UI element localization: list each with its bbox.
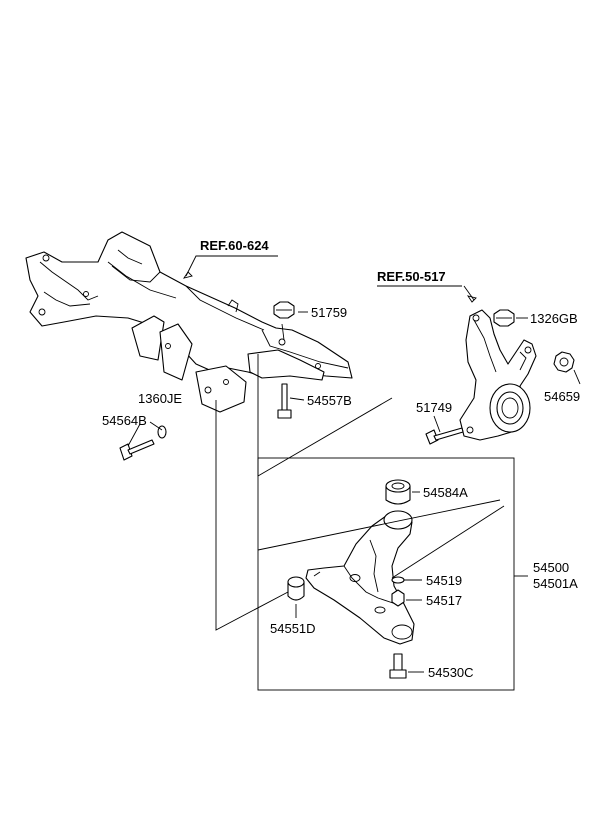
nut-54517 bbox=[391, 589, 405, 607]
part-label-54564B[interactable]: 54564B bbox=[102, 413, 147, 428]
part-label-54551D[interactable]: 54551D bbox=[270, 621, 316, 636]
ref-label-50-517[interactable]: REF.50-517 bbox=[377, 269, 446, 284]
part-label-54557B[interactable]: 54557B bbox=[307, 393, 352, 408]
part-label-54501A[interactable]: 54501A bbox=[533, 576, 578, 591]
ball-joint-54530C bbox=[389, 653, 407, 679]
lower-control-arm bbox=[305, 510, 415, 645]
steering-knuckle bbox=[459, 309, 537, 441]
part-label-54659[interactable]: 54659 bbox=[544, 389, 580, 404]
washer-54519 bbox=[391, 576, 405, 584]
ref-label-60-624[interactable]: REF.60-624 bbox=[200, 238, 269, 253]
part-label-1360JE[interactable]: 1360JE bbox=[138, 391, 182, 406]
nut-51759 bbox=[273, 301, 295, 341]
nut-54659 bbox=[553, 351, 575, 373]
bushing-54551D bbox=[287, 576, 305, 601]
part-label-54530C[interactable]: 54530C bbox=[428, 665, 474, 680]
part-label-54584A[interactable]: 54584A bbox=[423, 485, 468, 500]
part-label-54500[interactable]: 54500 bbox=[533, 560, 569, 575]
part-label-1326GB[interactable]: 1326GB bbox=[530, 311, 578, 326]
bolt-54557B bbox=[277, 383, 292, 419]
bolt-54564B bbox=[119, 439, 155, 461]
leader-lines bbox=[127, 255, 581, 691]
part-label-51749[interactable]: 51749 bbox=[416, 400, 452, 415]
part-label-54519[interactable]: 54519 bbox=[426, 573, 462, 588]
part-label-54517[interactable]: 54517 bbox=[426, 593, 462, 608]
nut-1326GB bbox=[493, 309, 515, 327]
bolt-51749 bbox=[425, 427, 464, 445]
bushing-54584A bbox=[385, 479, 411, 505]
part-label-51759[interactable]: 51759 bbox=[311, 305, 347, 320]
crossmember bbox=[25, 231, 353, 413]
